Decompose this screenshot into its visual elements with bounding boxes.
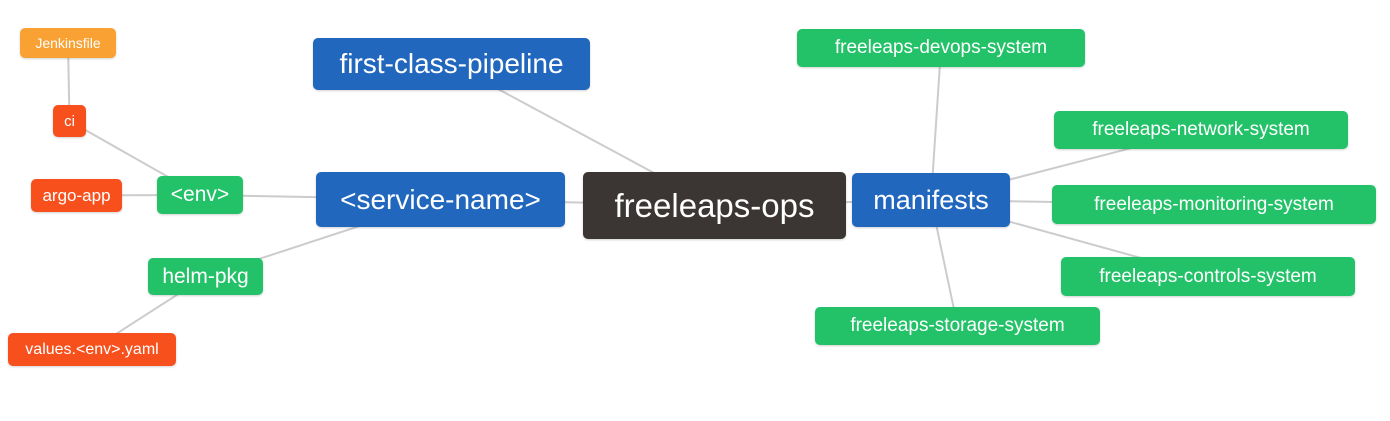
node-env[interactable]: <env> — [157, 176, 243, 214]
node-manifests[interactable]: manifests — [852, 173, 1010, 227]
node-devops-system[interactable]: freeleaps-devops-system — [797, 29, 1085, 67]
node-helm-pkg[interactable]: helm-pkg — [148, 258, 263, 295]
node-values-yaml[interactable]: values.<env>.yaml — [8, 333, 176, 366]
node-storage-system[interactable]: freeleaps-storage-system — [815, 307, 1100, 345]
node-freeleaps-ops[interactable]: freeleaps-ops — [583, 172, 846, 239]
node-jenkinsfile[interactable]: Jenkinsfile — [20, 28, 116, 58]
node-first-class-pipeline[interactable]: first-class-pipeline — [313, 38, 590, 90]
node-monitoring-system[interactable]: freeleaps-monitoring-system — [1052, 185, 1376, 224]
node-service-name[interactable]: <service-name> — [316, 172, 565, 227]
node-network-system[interactable]: freeleaps-network-system — [1054, 111, 1348, 149]
node-ci[interactable]: ci — [53, 105, 86, 137]
node-controls-system[interactable]: freeleaps-controls-system — [1061, 257, 1355, 296]
node-argo-app[interactable]: argo-app — [31, 179, 122, 212]
